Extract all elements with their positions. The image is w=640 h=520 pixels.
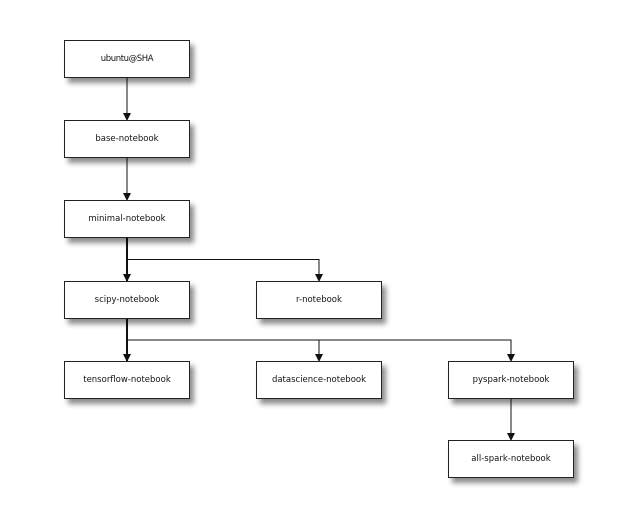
- node-label: pyspark-notebook: [472, 375, 550, 385]
- node-label: r-notebook: [296, 295, 342, 305]
- node-label: minimal-notebook: [88, 214, 166, 224]
- node-r-notebook: r-notebook: [256, 281, 382, 319]
- node-pyspark-notebook: pyspark-notebook: [448, 361, 574, 399]
- node-base-notebook: base-notebook: [64, 120, 190, 158]
- node-ubuntu: ubuntu@SHA: [64, 40, 190, 78]
- node-label: tensorflow-notebook: [83, 375, 171, 385]
- node-datascience-notebook: datascience-notebook: [256, 361, 382, 399]
- node-label: all-spark-notebook: [471, 454, 551, 464]
- node-scipy-notebook: scipy-notebook: [64, 281, 190, 319]
- node-all-spark-notebook: all-spark-notebook: [448, 440, 574, 478]
- node-label: scipy-notebook: [94, 295, 160, 305]
- edge-minimal-r: [126, 238, 323, 282]
- node-label: ubuntu@SHA: [100, 54, 154, 64]
- node-label: base-notebook: [95, 134, 159, 144]
- node-minimal-notebook: minimal-notebook: [64, 200, 190, 238]
- node-label: datascience-notebook: [271, 375, 367, 385]
- node-tensorflow-notebook: tensorflow-notebook: [64, 361, 190, 399]
